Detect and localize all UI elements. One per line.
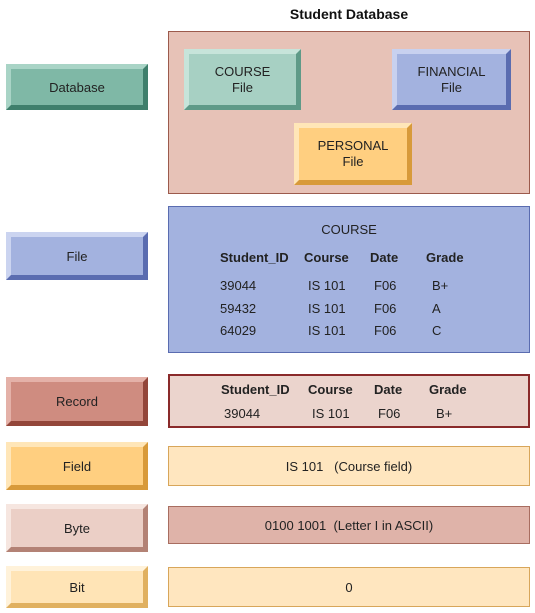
file-row-2-grade: A xyxy=(432,301,441,316)
personal-file-name: PERSONAL xyxy=(317,138,389,153)
file-header-student-id: Student_ID xyxy=(220,250,289,265)
file-row-1-date: F06 xyxy=(374,278,397,293)
byte-panel-text: 0100 1001 (Letter I in ASCII) xyxy=(264,517,434,533)
label-byte-text: Byte xyxy=(63,520,90,536)
file-header-grade: Grade xyxy=(426,250,464,265)
label-bit-text: Bit xyxy=(69,579,85,595)
file-row-2-student-id: 59432 xyxy=(220,301,257,316)
bit-panel-text: 0 xyxy=(345,579,353,595)
personal-file-suffix: File xyxy=(342,154,364,169)
label-file: File xyxy=(6,232,148,280)
file-row-3-grade: C xyxy=(432,323,442,338)
file-row-2-course: IS 101 xyxy=(308,301,346,316)
field-panel: IS 101 (Course field) xyxy=(168,446,530,486)
record-panel xyxy=(168,374,530,428)
field-panel-text: IS 101 (Course field) xyxy=(285,458,413,474)
record-grade: B+ xyxy=(436,406,453,421)
financial-file-name: FINANCIAL xyxy=(417,63,486,79)
file-row-3-course: IS 101 xyxy=(308,323,346,338)
file-header-course: Course xyxy=(304,250,349,265)
diagram-title: Student Database xyxy=(289,6,409,22)
label-byte: Byte xyxy=(6,504,148,552)
course-file-box: COURSE File xyxy=(184,49,301,110)
record-course: IS 101 xyxy=(312,406,350,421)
file-header-date: Date xyxy=(370,250,399,265)
byte-panel: 0100 1001 (Letter I in ASCII) xyxy=(168,506,530,544)
record-header-date: Date xyxy=(374,382,403,397)
label-file-text: File xyxy=(66,248,88,264)
file-row-1-grade: B+ xyxy=(432,278,449,293)
label-record: Record xyxy=(6,377,148,426)
file-row-2-date: F06 xyxy=(374,301,397,316)
file-row-3-student-id: 64029 xyxy=(220,323,257,338)
personal-file-box: PERSONAL File xyxy=(294,123,412,185)
course-file-suffix: File xyxy=(232,79,253,95)
file-row-1-student-id: 39044 xyxy=(220,278,257,293)
label-record-text: Record xyxy=(56,394,98,409)
label-field: Field xyxy=(6,442,148,490)
record-header-grade: Grade xyxy=(429,382,467,397)
financial-file-suffix: File xyxy=(441,79,462,95)
record-student-id: 39044 xyxy=(224,406,261,421)
record-header-course: Course xyxy=(308,382,353,397)
bit-panel: 0 xyxy=(168,567,530,607)
file-panel xyxy=(168,206,530,353)
label-bit: Bit xyxy=(6,566,148,608)
label-database-text: Database xyxy=(49,79,105,95)
record-date: F06 xyxy=(378,406,401,421)
course-file-name: COURSE xyxy=(214,63,271,79)
financial-file-box: FINANCIAL File xyxy=(392,49,511,110)
file-row-3-date: F06 xyxy=(374,323,397,338)
label-database: Database xyxy=(6,64,148,110)
record-header-student-id: Student_ID xyxy=(221,382,290,397)
label-field-text: Field xyxy=(62,458,92,474)
file-row-1-course: IS 101 xyxy=(308,278,346,293)
file-panel-title: COURSE xyxy=(321,222,377,237)
